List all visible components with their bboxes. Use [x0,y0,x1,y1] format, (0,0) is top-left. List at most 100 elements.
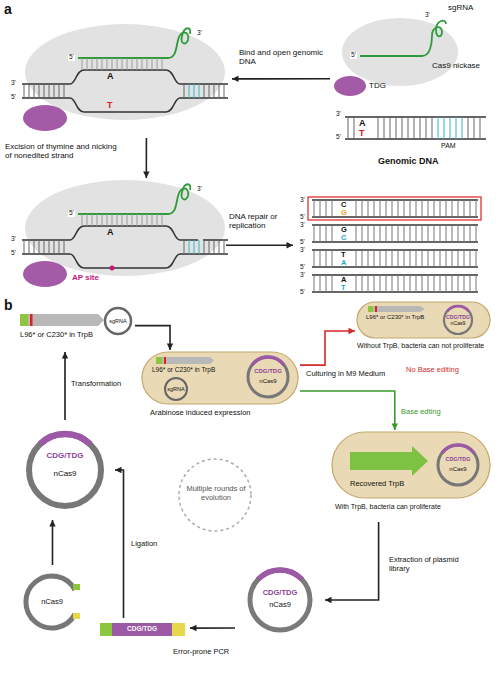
arrow-label: Base edting [400,408,442,416]
flow-arrow [226,242,293,248]
node-text: nCas9 [256,601,304,609]
arrow-label: Bind and open genomic DNA [238,48,328,66]
arrowhead [392,424,398,431]
arrowhead [190,625,197,631]
node-text: AP site [72,274,99,282]
node-text: Recovered TrpB [350,480,404,488]
bacterium-no-growth: L96* or C230* in TrpBCDG/TDGnCas9Without… [355,300,492,362]
flow-arrow [325,522,379,603]
node-text: nCas9 [253,378,283,384]
arrow-line [300,331,355,365]
strand-end-label: 5' [10,94,17,101]
repair-outcomes: CGGCTAAT [293,195,482,296]
node-text: CDG/TDG [112,626,172,633]
strand-end-label: 5' [335,134,342,141]
strand-end-label: 5' [68,54,75,61]
arrow-line [232,78,330,80]
node-text: Genomic DNA [378,157,439,166]
node-text: CDG/TDG [256,589,304,597]
node-text: nCas9 [40,470,90,478]
node-text: T [341,284,346,292]
strand-end-label: 3' [335,111,342,118]
arrow-label: Ligation [130,540,158,548]
flow-arrow [190,625,235,631]
flow-arrow [232,76,330,82]
arrow-label: DNA repair or replication [228,212,294,230]
arrow-label: No Base editing [405,366,460,374]
strand-end-label: 3' [299,272,306,279]
strand-end-label: 5' [299,239,306,246]
flow-arrow [62,352,68,420]
node-text: CDG/TDG [40,452,90,460]
node-text: C [341,201,346,209]
node-text: G [341,209,347,217]
ap-site-complex: A AP site [18,178,226,290]
strand-end-label: 3' [196,186,203,193]
node-text: sgRNA [448,4,473,12]
node-text: nCas9 [30,598,74,606]
strand-end-label: 3' [424,12,431,19]
arrowhead [325,597,332,603]
strand-end-label: 5' [299,289,306,296]
arrow-line [190,627,235,629]
pcr-fragment: CDG/TDG [95,618,190,642]
node-text: T [341,251,346,259]
flow-arrow [143,138,149,178]
node-text: A [107,72,114,81]
strand-end-label: 3' [299,222,306,229]
note-label: Multiple rounds of evolution [185,485,247,502]
node-text: L96* or C230* in TrpB [20,331,93,339]
bacterium: L96* or C230* in TrpBsgRNACDG/TDGnCas9Ar… [140,350,300,422]
arrowhead [286,242,293,248]
arrow-label: Transformation [70,380,122,388]
arrow-line [226,244,293,246]
panel-letter: a [3,2,13,17]
arrow-line [115,470,124,618]
strand-end-label: 3' [196,30,203,37]
arrowhead [62,352,68,359]
node-text: Arabinose induced expression [150,409,250,417]
bacterium-growth: Recovered TrpBCDG/TDGnCas9With TrpB, bac… [330,430,492,522]
cas9-complex: sgRNACas9 nickaseTDG [330,2,492,98]
node-text: CDG/TDG [253,368,283,374]
strand-end-label: 5' [299,214,306,221]
node-text: PAM [441,142,456,149]
node-text: With TrpB, bacteria can proliferate [335,503,490,511]
ligated-plasmid: CDG/TDG nCas9 [15,420,115,520]
note-label: Culturing in M9 Medium [305,370,386,378]
arrowhead [232,76,239,82]
flow-arrow [115,467,124,618]
arrow-label: Error-prone PCR [172,648,230,656]
strand-end-label: 5' [350,52,357,59]
open-vector: nCas9 [15,565,90,640]
arrow-label: Extraction of plasmid library [388,556,480,573]
trpb-plasmid: L96* or C230* in TrpB sgRNA [15,308,135,352]
arrow-line [135,326,170,350]
arrowhead [143,171,149,178]
arrowhead [49,520,55,527]
node-text: T [359,129,365,138]
node-text: Without TrpB, bacteria can not prolifera… [357,342,492,350]
node-text: A [107,228,114,237]
arrow-line [64,352,66,420]
flow-arrow [300,328,355,365]
node-text: sgRNA [104,319,132,325]
node-text: nCas9 [446,321,470,326]
flow-arrow [49,520,55,565]
strand-end-label: 5' [68,210,75,217]
node-text: A [359,119,366,128]
node-text: CDG/TDG [445,457,471,462]
node-text: A [341,276,346,284]
arrowhead [167,344,173,351]
panel-letter: b [3,298,14,313]
node-text: A [341,259,346,267]
strand-end-label: 3' [299,197,306,204]
node-text: CDG/TDG [446,315,470,320]
arrow-line [300,391,395,430]
strand-end-label: 3' [10,80,17,87]
strand-end-label: 5' [299,264,306,271]
plasmid-library: CDG/TDG nCas9 [235,560,325,640]
node-text: L96* or C230* in TrpB [152,367,215,374]
genomic-dna: AT PAM Genomic DNA [330,100,492,180]
